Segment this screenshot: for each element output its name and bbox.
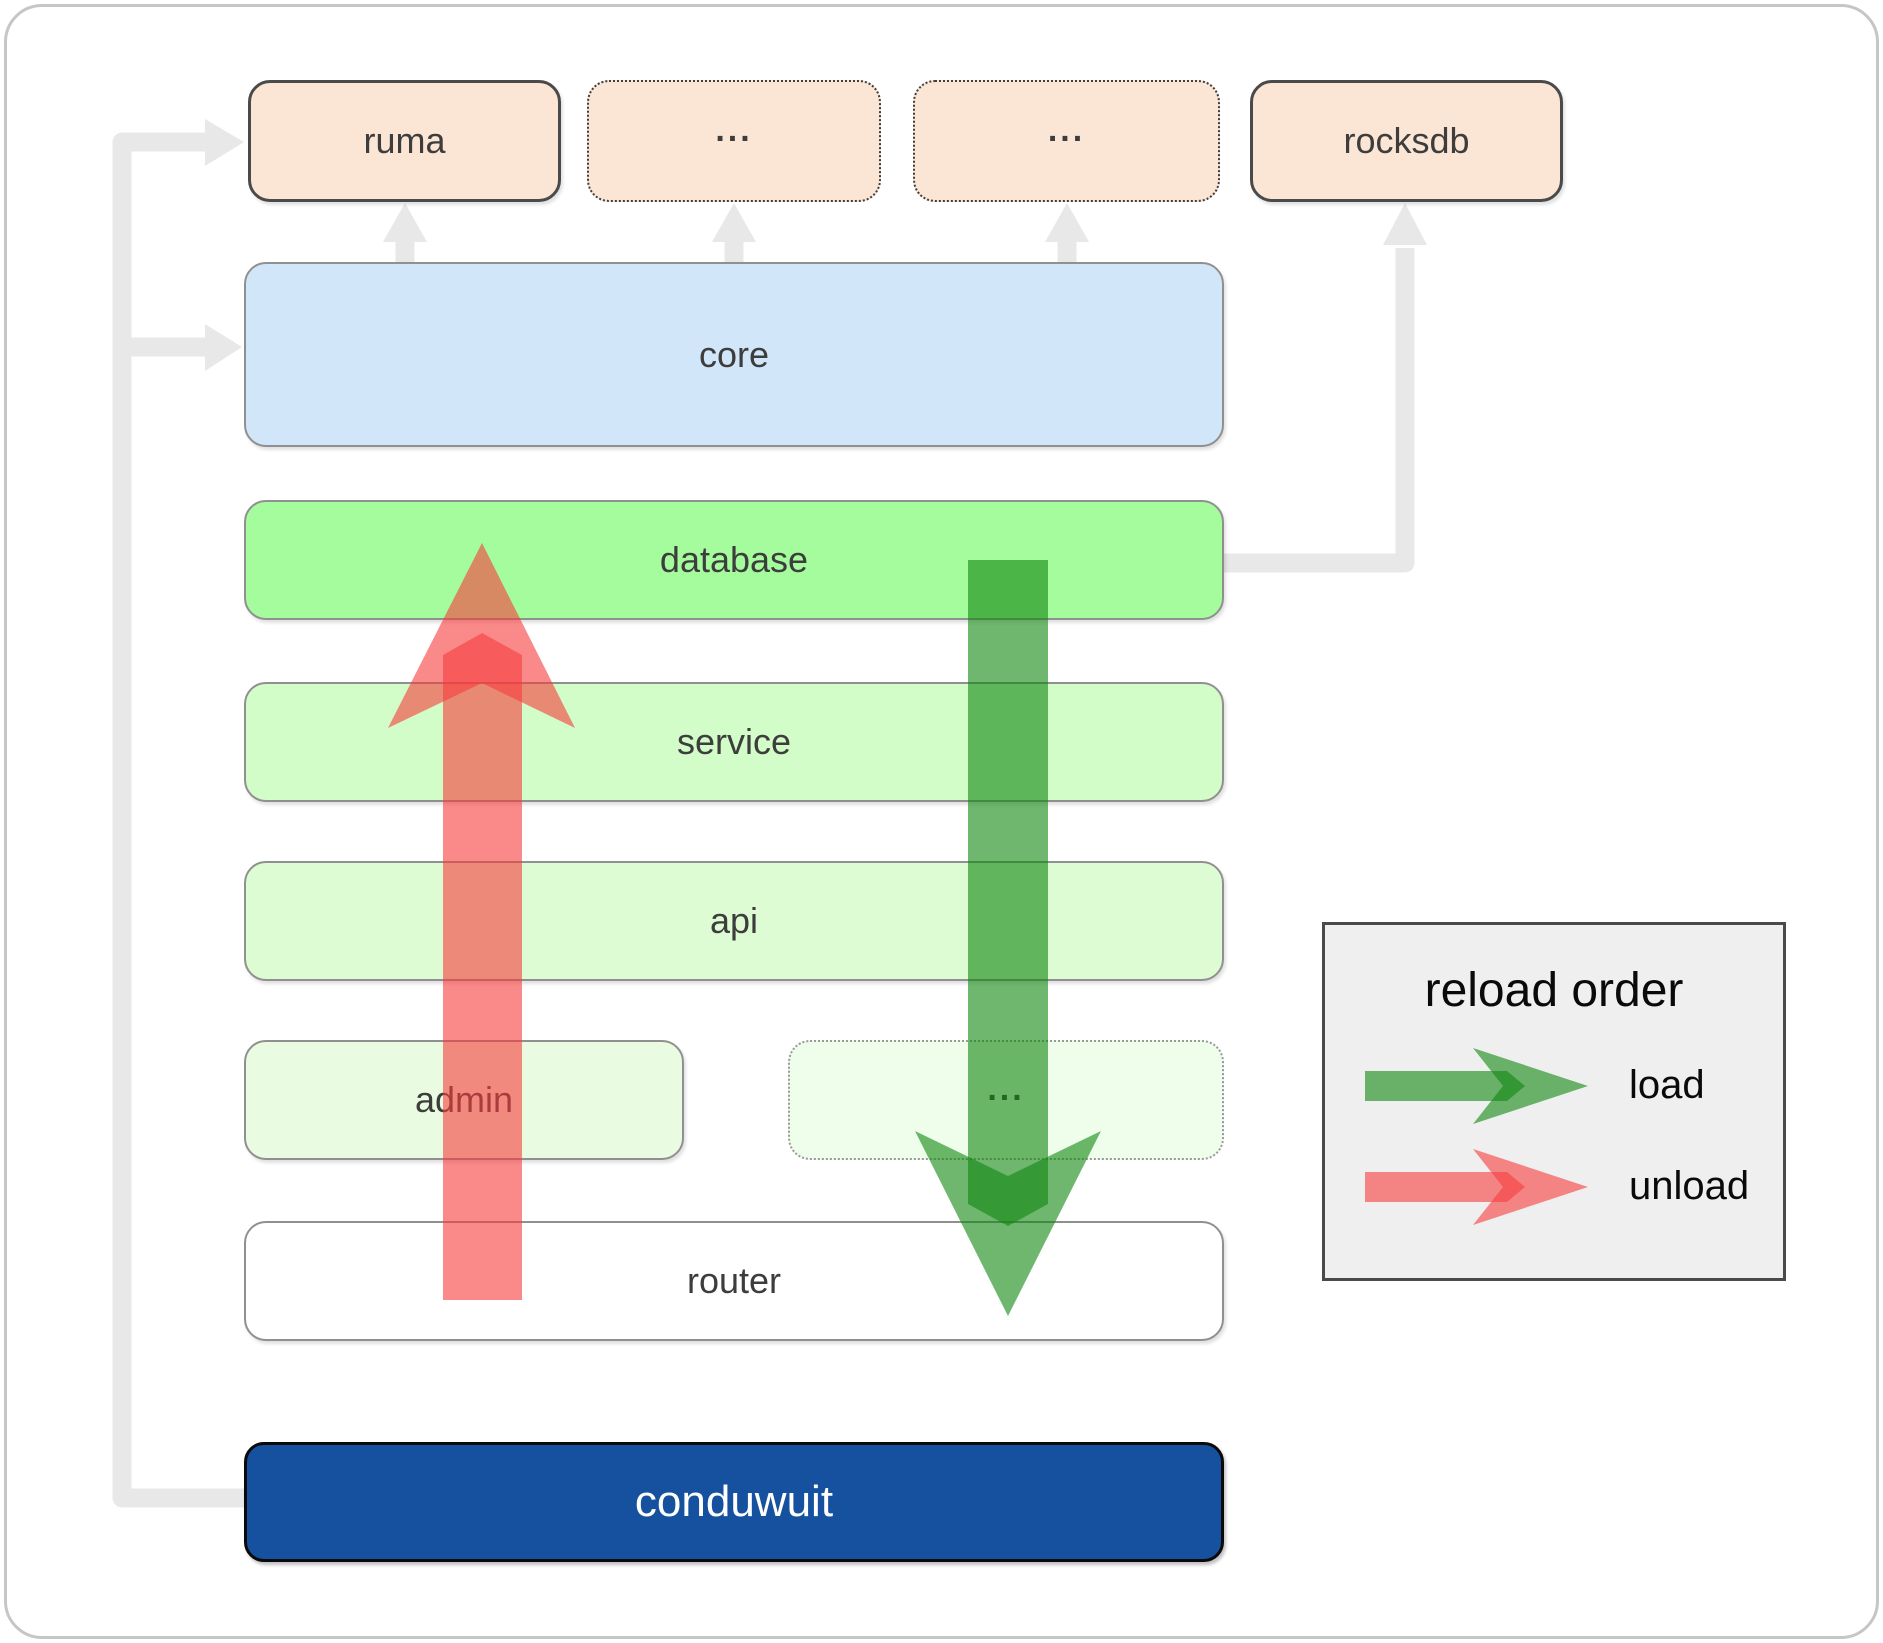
box-database: database bbox=[244, 500, 1224, 620]
legend-unload-arrow-shaft bbox=[1365, 1172, 1525, 1202]
core-ruma-arrowhead-icon bbox=[383, 203, 427, 242]
legend-load-arrow-shaft bbox=[1365, 1071, 1525, 1101]
box-service-label: service bbox=[676, 721, 792, 762]
database-to-rocksdb-connector bbox=[1224, 248, 1415, 573]
legend: reload order load unload bbox=[1322, 922, 1786, 1281]
core-ext1-arrowhead-icon bbox=[712, 203, 756, 242]
legend-load-arrowhead-icon bbox=[1473, 1048, 1588, 1124]
box-ruma: ruma bbox=[248, 80, 561, 202]
core-arrowhead-icon bbox=[205, 324, 242, 371]
legend-title: reload order bbox=[1424, 964, 1684, 1017]
box-ellipsis-top-1: ... bbox=[587, 80, 881, 202]
box-service: service bbox=[244, 682, 1224, 802]
legend-unload-label: unload bbox=[1629, 1164, 1750, 1208]
rocksdb-arrowhead-icon bbox=[1383, 203, 1427, 245]
conduwuit-to-ruma-connector bbox=[112, 132, 244, 1508]
legend-unload-arrowhead-icon bbox=[1473, 1149, 1588, 1225]
legend-load-label: load bbox=[1629, 1063, 1705, 1107]
box-api-label: api bbox=[709, 900, 759, 941]
box-rocksdb-label: rocksdb bbox=[1343, 120, 1470, 161]
box-ruma-label: ruma bbox=[363, 120, 446, 161]
core-ext2-arrowhead-icon bbox=[1045, 203, 1089, 242]
box-ellipsis-top-2: ... bbox=[913, 80, 1220, 202]
box-router-label: router bbox=[686, 1260, 782, 1301]
box-core-label: core bbox=[698, 333, 770, 375]
legend-unload-arrow bbox=[1365, 1149, 1588, 1225]
box-ellipsis-admin-row-label: ... bbox=[987, 1069, 1025, 1108]
box-router: router bbox=[244, 1221, 1224, 1341]
legend-arrow-graphics bbox=[1365, 1048, 1588, 1225]
box-admin-label: admin bbox=[414, 1079, 514, 1120]
box-ellipsis-admin-row: ... bbox=[788, 1040, 1224, 1160]
box-ellipsis-top-2-label: ... bbox=[1047, 110, 1086, 149]
box-core: core bbox=[244, 262, 1224, 447]
ruma-arrowhead-icon bbox=[205, 119, 244, 166]
box-database-label: database bbox=[659, 539, 809, 580]
box-api: api bbox=[244, 861, 1224, 981]
box-conduwuit: conduwuit bbox=[244, 1442, 1224, 1562]
box-ellipsis-top-1-label: ... bbox=[715, 110, 753, 149]
legend-load-arrow bbox=[1365, 1048, 1588, 1124]
box-conduwuit-label: conduwuit bbox=[634, 1477, 834, 1526]
box-admin: admin bbox=[244, 1040, 684, 1160]
box-rocksdb: rocksdb bbox=[1250, 80, 1563, 202]
